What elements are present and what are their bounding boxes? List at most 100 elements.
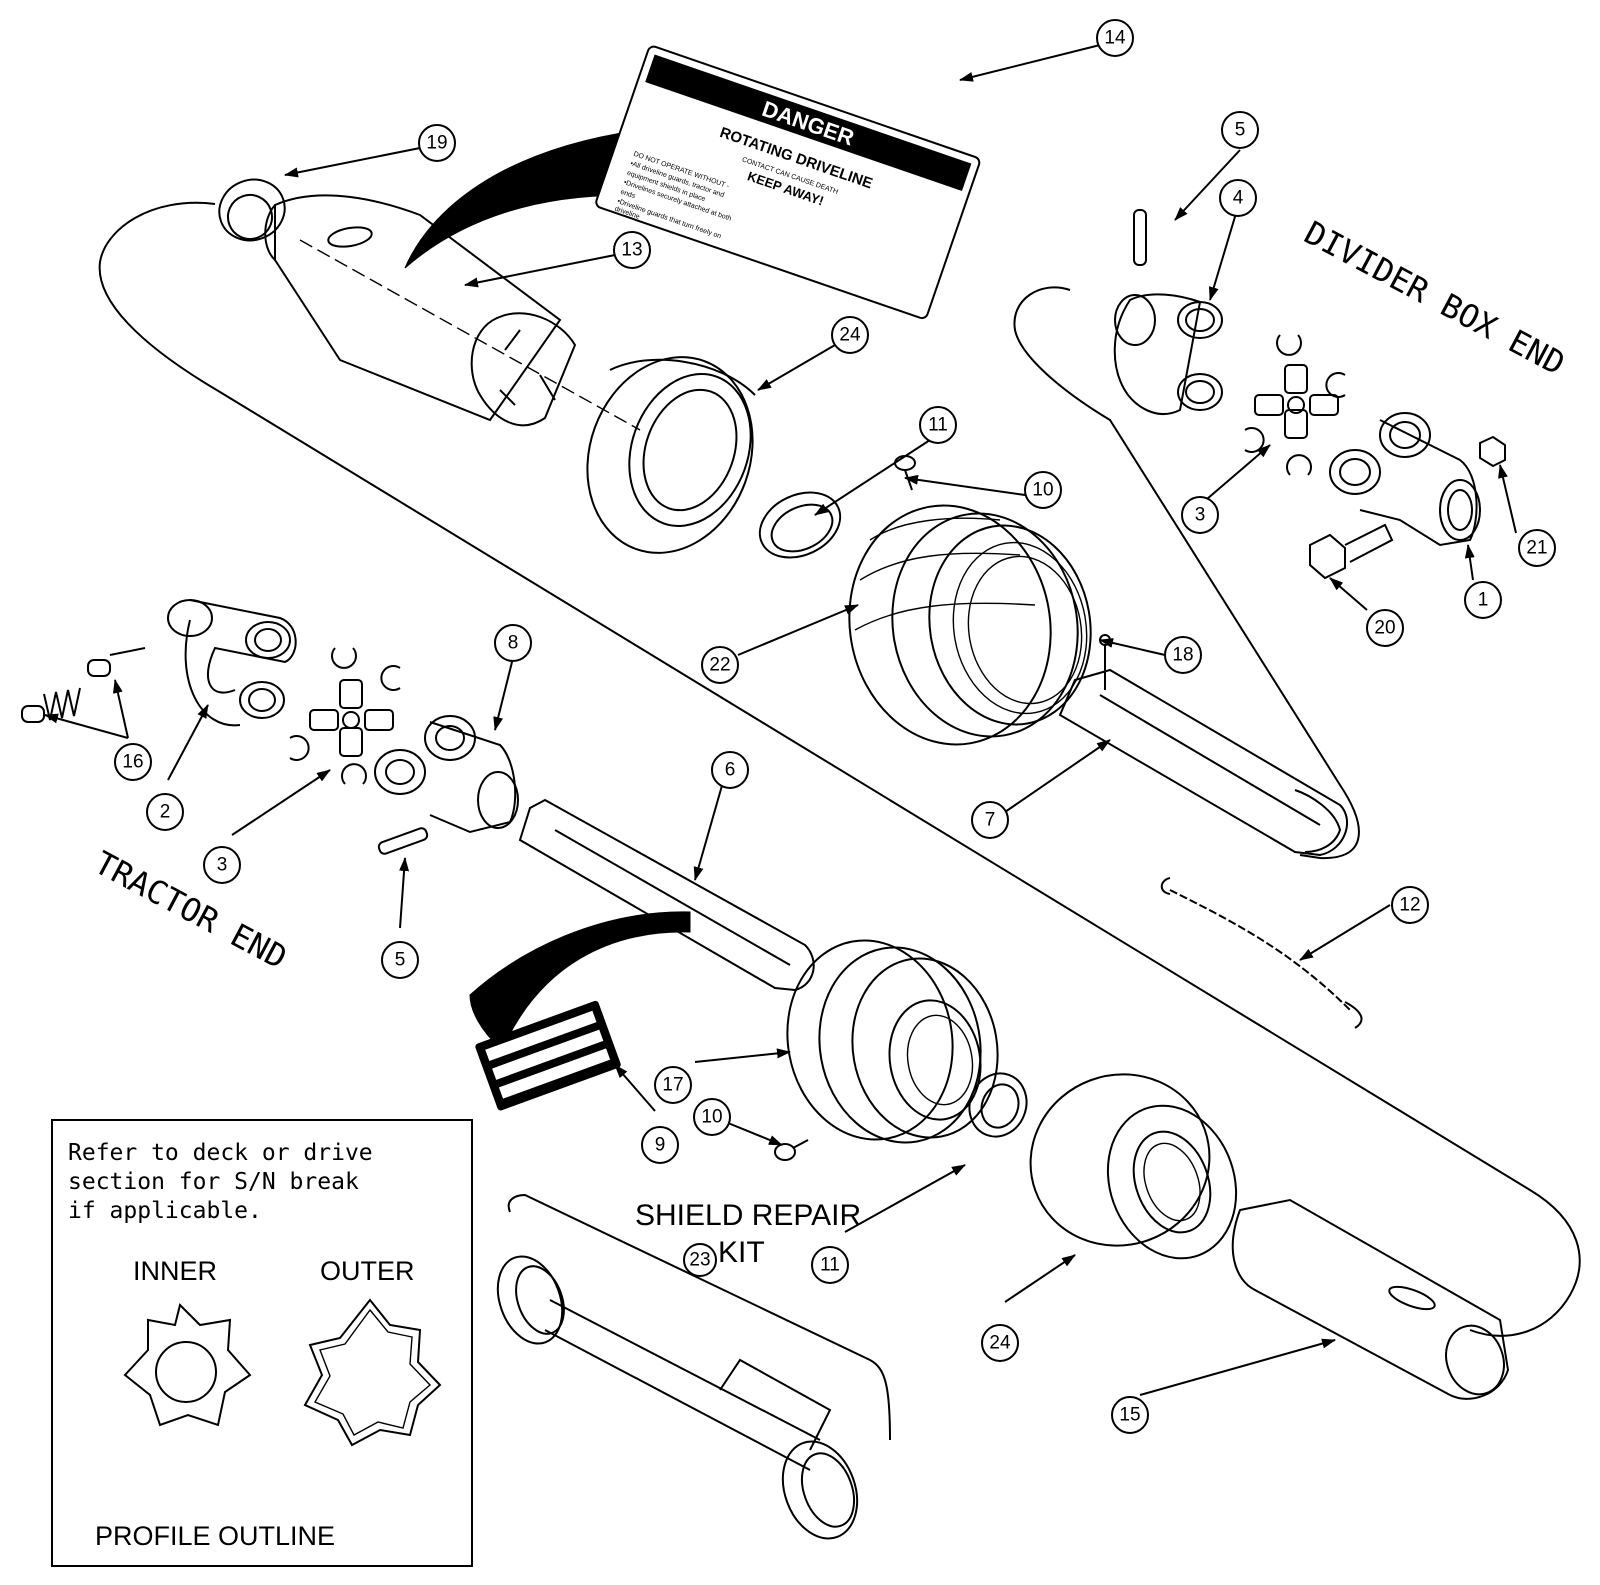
bearing-ring-19 — [218, 178, 286, 242]
callout-2: 2 — [146, 793, 184, 831]
svg-text:4: 4 — [1233, 188, 1244, 209]
label-inner: INNER — [133, 1256, 217, 1286]
callout-3-upper: 3 — [1181, 496, 1219, 534]
svg-text:8: 8 — [508, 633, 519, 654]
divider-end-envelope — [1013, 286, 1360, 860]
callout-5-upper: 5 — [1221, 111, 1259, 149]
svg-text:20: 20 — [1374, 618, 1395, 639]
leader-lines — [44, 44, 1517, 1396]
label-tractor-end: TRACTOR END — [88, 844, 293, 977]
yoke-2 — [167, 599, 297, 727]
svg-text:12: 12 — [1399, 895, 1420, 916]
callout-6: 6 — [711, 751, 749, 789]
callout-16: 16 — [114, 743, 152, 781]
callout-24-upper: 24 — [831, 316, 869, 354]
svg-text:18: 18 — [1172, 645, 1193, 666]
svg-text:19: 19 — [426, 133, 447, 154]
svg-text:1: 1 — [1478, 590, 1489, 611]
svg-text:11: 11 — [928, 415, 948, 436]
nut-21 — [1479, 435, 1506, 468]
profile-tube-6 — [518, 798, 815, 992]
decal-apply-swoosh-lower — [469, 911, 691, 1051]
label-shield-repair: SHIELD REPAIR — [635, 1199, 861, 1232]
yoke-4 — [1113, 293, 1223, 415]
callout-10-upper: 10 — [1024, 471, 1062, 509]
svg-text:3: 3 — [1195, 505, 1206, 526]
safety-chain-12 — [1160, 877, 1363, 1029]
danger-decal-14: DANGER ROTATING DRIVELINE CONTACT CAN CA… — [595, 45, 981, 320]
spring-pin-16 — [21, 647, 146, 723]
callout-24-lower: 24 — [981, 1324, 1019, 1362]
svg-text:5: 5 — [1235, 120, 1246, 141]
svg-text:10: 10 — [1032, 480, 1053, 501]
decal-line5: ends — [619, 189, 636, 201]
svg-text:6: 6 — [725, 760, 736, 781]
bolt-20 — [1309, 523, 1394, 580]
svg-text:10: 10 — [701, 1107, 722, 1128]
callout-9: 9 — [641, 1126, 679, 1164]
outer-shield-envelope — [98, 201, 1581, 1337]
shield-bellows-17 — [786, 939, 999, 1144]
bearing-24-lower — [1029, 1073, 1238, 1260]
callout-12: 12 — [1391, 886, 1429, 924]
svg-text:24: 24 — [989, 1333, 1011, 1354]
callout-8: 8 — [494, 624, 532, 662]
note-line-2: section for S/N break — [68, 1169, 359, 1195]
shield-bellows-22 — [848, 504, 1092, 746]
svg-text:11: 11 — [820, 1255, 840, 1276]
label-profile-outline: PROFILE OUTLINE — [95, 1521, 335, 1551]
svg-text:23: 23 — [689, 1250, 710, 1271]
small-decal-9 — [475, 1000, 621, 1111]
profile-tube-7 — [1058, 668, 1349, 857]
shield-repair-kit-23 — [496, 1193, 891, 1540]
outer-tube-15 — [1231, 1198, 1510, 1400]
roll-pin-5-lower — [377, 827, 429, 855]
svg-text:5: 5 — [395, 950, 406, 971]
note-line-1: Refer to deck or drive — [68, 1140, 373, 1166]
inner-profile-shape — [123, 1303, 252, 1427]
outer-tube-13 — [264, 194, 641, 431]
cross-bearing-3-upper — [1244, 334, 1346, 476]
callout-20: 20 — [1366, 609, 1404, 647]
callout-1: 1 — [1464, 581, 1502, 619]
callout-7: 7 — [971, 801, 1009, 839]
callout-19: 19 — [418, 124, 456, 162]
snap-ring-11-lower — [968, 1072, 1028, 1138]
svg-text:2: 2 — [160, 802, 171, 823]
note-box — [51, 1119, 473, 1567]
callout-10-lower: 10 — [693, 1098, 731, 1136]
inner-profile-hole — [155, 1341, 217, 1403]
svg-text:9: 9 — [655, 1135, 666, 1156]
callout-3-lower: 3 — [203, 846, 241, 884]
screw-10-lower — [774, 1139, 809, 1161]
callout-21: 21 — [1518, 529, 1556, 567]
callout-23: 23 — [683, 1243, 717, 1277]
callout-5-lower: 5 — [381, 941, 419, 979]
callout-15: 15 — [1111, 1396, 1149, 1434]
cross-bearing-3-lower — [289, 647, 401, 785]
svg-text:17: 17 — [662, 1075, 683, 1096]
svg-text:24: 24 — [839, 325, 861, 346]
callout-22: 22 — [701, 646, 739, 684]
yoke-8 — [374, 715, 519, 834]
yoke-1 — [1329, 412, 1481, 547]
snap-ring-11-upper — [758, 491, 842, 559]
svg-text:13: 13 — [621, 240, 642, 261]
callout-14: 14 — [1096, 19, 1134, 57]
svg-text:21: 21 — [1526, 538, 1547, 559]
grease-zerk-18 — [1099, 634, 1111, 690]
label-divider-box-end: DIVIDER BOX END — [1298, 214, 1571, 383]
svg-text:15: 15 — [1119, 1405, 1140, 1426]
callout-13: 13 — [613, 231, 651, 269]
callout-18: 18 — [1164, 636, 1202, 674]
svg-text:3: 3 — [217, 855, 228, 876]
label-kit: KIT — [718, 1236, 765, 1269]
note-line-3: if applicable. — [68, 1198, 262, 1224]
label-outer: OUTER — [320, 1256, 415, 1286]
roll-pin-5-upper — [1133, 209, 1147, 266]
outer-profile-shape — [303, 1298, 442, 1447]
svg-text:16: 16 — [122, 752, 143, 773]
svg-text:7: 7 — [985, 810, 996, 831]
